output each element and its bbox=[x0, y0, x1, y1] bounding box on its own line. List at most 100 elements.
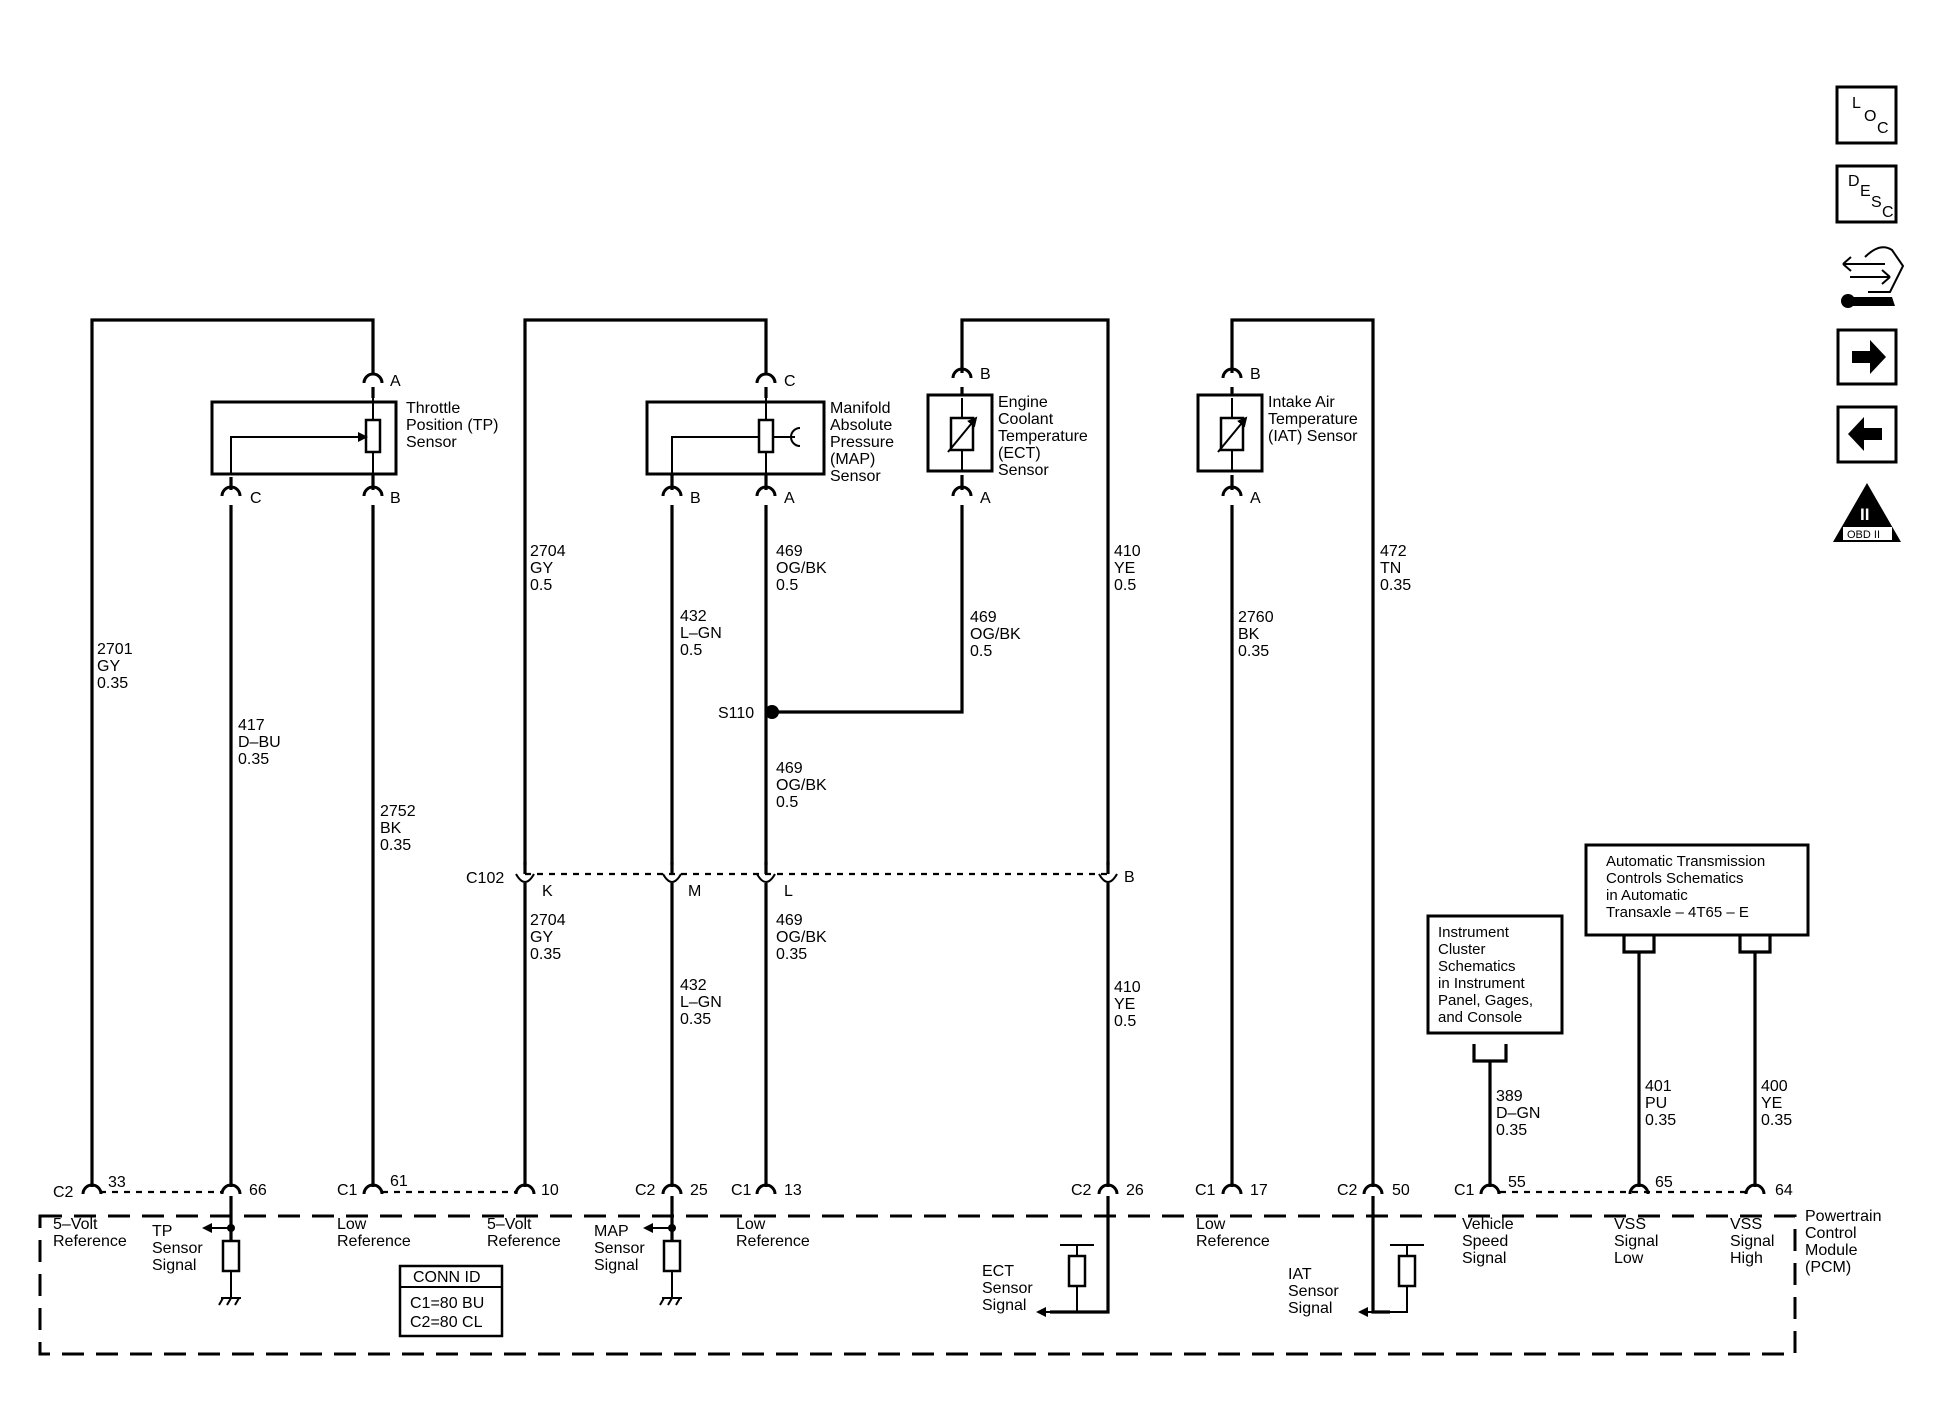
terminal-cup bbox=[1221, 1183, 1243, 1195]
w417-num: 417 bbox=[238, 717, 265, 734]
t8-conn: C2 bbox=[1337, 1182, 1358, 1199]
w469-bot-color: OG/BK bbox=[776, 929, 827, 946]
previous-page-button[interactable] bbox=[1836, 405, 1898, 464]
pin-tp-a: A bbox=[390, 373, 401, 390]
w401-num: 401 bbox=[1645, 1078, 1672, 1095]
w469-ect-size: 0.5 bbox=[970, 643, 992, 660]
ic-ref-line-6: and Console bbox=[1438, 1009, 1522, 1026]
t7-pin: 17 bbox=[1250, 1182, 1268, 1199]
w432-top-num: 432 bbox=[680, 608, 707, 625]
trans-ref-line-2: Controls Schematics bbox=[1606, 870, 1744, 887]
iat-sensor-line-3: (IAT) Sensor bbox=[1268, 428, 1358, 445]
c102-pin-m: M bbox=[688, 883, 701, 900]
pin-tp-c: C bbox=[250, 490, 262, 507]
w432-bot-num: 432 bbox=[680, 977, 707, 994]
pin-ect-b: B bbox=[980, 366, 991, 383]
t8-label-3: Signal bbox=[1288, 1300, 1332, 1317]
t3-label-1: 5–Volt bbox=[487, 1216, 532, 1233]
t6-label-2: Sensor bbox=[982, 1280, 1033, 1297]
terminal-cup bbox=[951, 367, 973, 379]
iat-sensor-line-2: Temperature bbox=[1268, 411, 1358, 428]
terminal-cup bbox=[1479, 1183, 1501, 1195]
terminal-cup bbox=[661, 1183, 683, 1195]
w410-bot-num: 410 bbox=[1114, 979, 1141, 996]
tp-sensor-line-1: Throttle bbox=[406, 400, 460, 417]
w2704-bot-num: 2704 bbox=[530, 912, 566, 929]
w410-bot-size: 0.5 bbox=[1114, 1013, 1136, 1030]
w401-color: PU bbox=[1645, 1095, 1667, 1112]
t0-pin: 33 bbox=[108, 1174, 126, 1191]
desc-c: C bbox=[1882, 204, 1894, 221]
t8-pin: 50 bbox=[1392, 1182, 1410, 1199]
loc-o: O bbox=[1864, 108, 1876, 125]
next-page-button[interactable] bbox=[1836, 328, 1898, 386]
loc-button[interactable]: L O C bbox=[1835, 85, 1898, 145]
w2704-bot-size: 0.35 bbox=[530, 946, 561, 963]
obd-roman: II bbox=[1860, 505, 1869, 524]
conn-id-box: CONN ID C1=80 BU C2=80 CL bbox=[398, 1264, 504, 1338]
w2704-bot-color: GY bbox=[530, 929, 553, 946]
t0-conn: C2 bbox=[53, 1184, 74, 1201]
instrument-cluster-reference[interactable]: Instrument Cluster Schematics in Instrum… bbox=[1426, 914, 1564, 1035]
t10-pin: 65 bbox=[1655, 1174, 1673, 1191]
w469-mid-num: 469 bbox=[776, 760, 803, 777]
w469-bot-size: 0.35 bbox=[776, 946, 807, 963]
w469-top-num: 469 bbox=[776, 543, 803, 560]
w432-bot-color: L–GN bbox=[680, 994, 722, 1011]
t10-label-3: Low bbox=[1614, 1250, 1644, 1267]
w2760-num: 2760 bbox=[1238, 609, 1274, 626]
map-sensor-line-2: Absolute bbox=[830, 417, 892, 434]
pin-iat-b: B bbox=[1250, 366, 1261, 383]
iat-sensor: Intake Air Temperature (IAT) Sensor bbox=[1196, 393, 1358, 473]
w469-mid-color: OG/BK bbox=[776, 777, 827, 794]
terminal-cup bbox=[1744, 1183, 1766, 1195]
ic-ref-line-3: Schematics bbox=[1438, 958, 1516, 975]
t5-conn: C1 bbox=[731, 1182, 752, 1199]
troubleshooting-icon[interactable] bbox=[1841, 246, 1905, 308]
w2704-top-size: 0.5 bbox=[530, 577, 552, 594]
w400-color: YE bbox=[1761, 1095, 1782, 1112]
w389-color: D–GN bbox=[1496, 1105, 1540, 1122]
c102-label: C102 bbox=[466, 870, 504, 887]
w401-size: 0.35 bbox=[1645, 1112, 1676, 1129]
w469-top-size: 0.5 bbox=[776, 577, 798, 594]
t7-label-2: Reference bbox=[1196, 1233, 1270, 1250]
ic-ref-line-5: Panel, Gages, bbox=[1438, 992, 1533, 1009]
pcm-line-3: Module bbox=[1805, 1242, 1858, 1259]
t3-label-2: Reference bbox=[487, 1233, 561, 1250]
right-arrow-icon bbox=[1852, 340, 1886, 374]
conn-id-title: CONN ID bbox=[413, 1269, 481, 1286]
wire-labels: 2701 GY 0.35 417 D–BU 0.35 2752 BK 0.35 … bbox=[97, 543, 1792, 1139]
pcm-terminal-labels: C2 33 5–Volt Reference 66 TP Sensor Sign… bbox=[53, 1173, 1793, 1317]
w410-top-num: 410 bbox=[1114, 543, 1141, 560]
t11-label-3: High bbox=[1730, 1250, 1763, 1267]
t7-label-1: Low bbox=[1196, 1216, 1226, 1233]
t9-conn: C1 bbox=[1454, 1182, 1475, 1199]
ect-sensor-line-1: Engine bbox=[998, 394, 1048, 411]
w2760-color: BK bbox=[1238, 626, 1260, 643]
t2-conn: C1 bbox=[337, 1182, 358, 1199]
t11-label-2: Signal bbox=[1730, 1233, 1774, 1250]
tp-circuit bbox=[90, 318, 375, 1187]
t0-label-1: 5–Volt bbox=[53, 1216, 98, 1233]
terminal-cup bbox=[81, 1183, 103, 1195]
desc-button[interactable]: D E S C bbox=[1835, 164, 1898, 224]
terminal-cup bbox=[755, 485, 777, 497]
tp-sensor: Throttle Position (TP) Sensor bbox=[210, 398, 498, 476]
t9-label-1: Vehicle bbox=[1462, 1216, 1514, 1233]
t8-label-2: Sensor bbox=[1288, 1283, 1339, 1300]
map-sensor-line-3: Pressure bbox=[830, 434, 894, 451]
w2701-num: 2701 bbox=[97, 641, 133, 658]
obd-ii-icon[interactable]: II OBD II bbox=[1833, 483, 1901, 542]
w432-top-color: L–GN bbox=[680, 625, 722, 642]
terminal-cup bbox=[755, 372, 777, 384]
terminal-cup bbox=[951, 485, 973, 497]
terminal-cup bbox=[220, 1183, 242, 1195]
t4-label-2: Sensor bbox=[594, 1240, 645, 1257]
t6-conn: C2 bbox=[1071, 1182, 1092, 1199]
w400-num: 400 bbox=[1761, 1078, 1788, 1095]
t1-label-3: Signal bbox=[152, 1257, 196, 1274]
ect-sensor: Engine Coolant Temperature (ECT) Sensor bbox=[926, 393, 1088, 479]
transmission-controls-reference[interactable]: Automatic Transmission Controls Schemati… bbox=[1584, 843, 1810, 937]
t8-label-1: IAT bbox=[1288, 1266, 1312, 1283]
